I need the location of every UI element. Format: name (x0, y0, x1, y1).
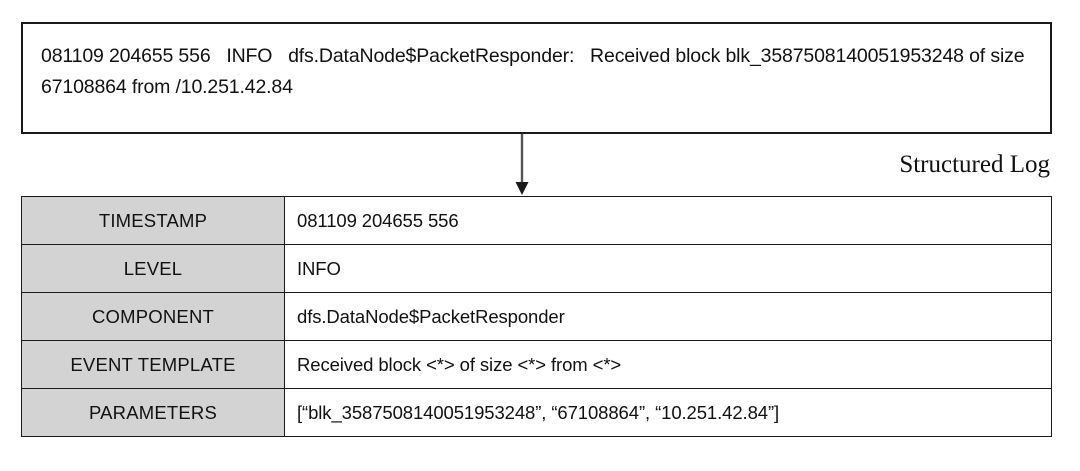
table-row: COMPONENT dfs.DataNode$PacketResponder (21, 292, 1052, 341)
field-value-event-template: Received block <*> of size <*> from <*> (284, 340, 1052, 389)
field-value-parameters: [“blk_3587508140051953248”, “67108864”, … (284, 388, 1052, 437)
field-label-component: COMPONENT (21, 292, 285, 341)
table-row: PARAMETERS [“blk_3587508140051953248”, “… (21, 388, 1052, 437)
structured-log-caption: Structured Log (899, 151, 1050, 178)
field-value-level: INFO (284, 244, 1052, 293)
table-row: EVENT TEMPLATE Received block <*> of siz… (21, 340, 1052, 389)
table-row: TIMESTAMP 081109 204655 556 (21, 196, 1052, 245)
field-label-timestamp: TIMESTAMP (21, 196, 285, 245)
field-label-event-template: EVENT TEMPLATE (21, 340, 285, 389)
structured-log-table-body: TIMESTAMP 081109 204655 556 LEVEL INFO C… (21, 196, 1052, 437)
table-row: LEVEL INFO (21, 244, 1052, 293)
field-label-level: LEVEL (21, 244, 285, 293)
field-value-timestamp: 081109 204655 556 (284, 196, 1052, 245)
structured-log-table: TIMESTAMP 081109 204655 556 LEVEL INFO C… (21, 196, 1052, 437)
field-label-parameters: PARAMETERS (21, 388, 285, 437)
raw-log-box: 081109 204655 556 INFO dfs.DataNode$Pack… (21, 22, 1052, 134)
raw-log-text: 081109 204655 556 INFO dfs.DataNode$Pack… (41, 45, 1030, 98)
down-arrow-icon (514, 134, 530, 196)
field-value-component: dfs.DataNode$PacketResponder (284, 292, 1052, 341)
